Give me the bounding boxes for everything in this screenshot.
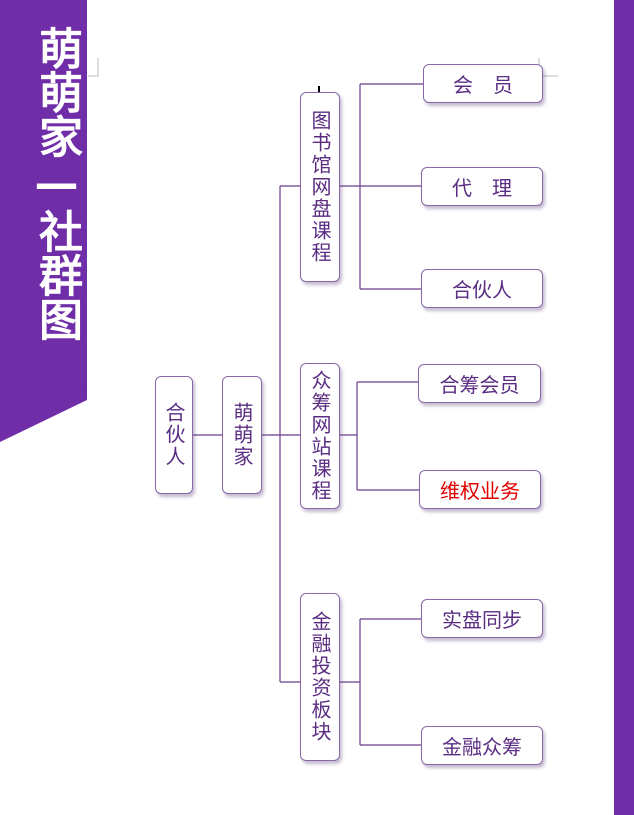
branch-node-crowdfunding: 众筹网站课程 (300, 363, 340, 509)
leaf-node-crowdfund-member: 合筹会员 (418, 364, 541, 403)
hub-node: 萌萌家 (222, 376, 262, 494)
leaf-node-member: 会 员 (423, 64, 543, 103)
title-banner (0, 0, 87, 440)
leaf-node-finance-crowdfund: 金融众筹 (421, 726, 543, 765)
page-corner-mark (88, 58, 99, 77)
banner-stripe (0, 388, 87, 442)
branch-node-finance: 金融投资板块 (300, 593, 340, 761)
page-title: 萌萌家—社群图 (31, 26, 82, 341)
right-edge-bar (614, 0, 634, 815)
root-node: 合伙人 (155, 376, 193, 494)
leaf-node-agent: 代 理 (421, 167, 543, 206)
leaf-node-partner: 合伙人 (421, 269, 543, 308)
branch-node-library: 图书馆网盘课程 (300, 92, 340, 282)
leaf-node-rights-service: 维权业务 (419, 470, 541, 509)
leaf-node-live-sync: 实盘同步 (421, 599, 543, 638)
